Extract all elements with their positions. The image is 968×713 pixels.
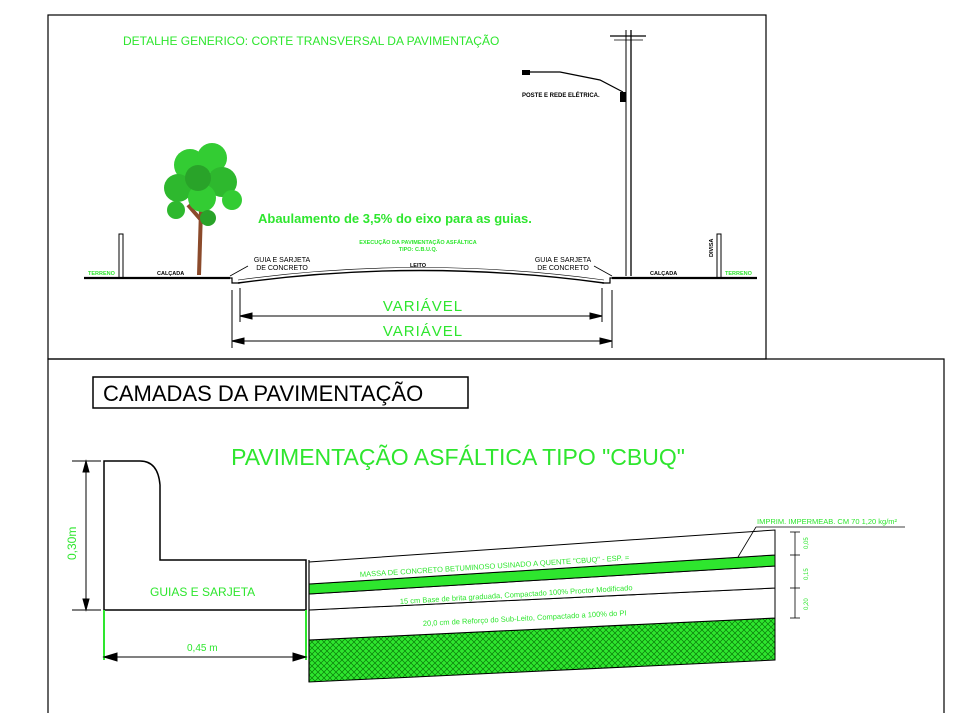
- tree-icon: [164, 143, 242, 276]
- main-title: PAVIMENTAÇÃO ASFÁLTICA TIPO "CBUQ": [231, 444, 685, 470]
- curb-left-line2: DE CONCRETO: [256, 265, 308, 272]
- dim-upper-label: VARIÁVEL: [383, 298, 463, 315]
- thk-1: 0,05: [804, 537, 810, 549]
- thk-2: 0,15: [804, 568, 810, 580]
- curb-profile: [103, 460, 307, 611]
- top-title: DETALHE GENERICO: CORTE TRANSVERSAL DA P…: [123, 34, 499, 48]
- imprim-leader: [737, 526, 757, 558]
- thk-3: 0,20: [804, 598, 810, 610]
- execution-note-line1: EXECUÇÃO DA PAVIMENTAÇÃO ASFÁLTICA: [359, 239, 476, 246]
- width-dim-label: 0,45 m: [187, 643, 218, 654]
- height-dim-label: 0,30m: [65, 527, 79, 560]
- calcada-right: CALÇADA: [650, 271, 677, 277]
- slope-note: Abaulamento de 3,5% do eixo para as guia…: [258, 211, 532, 226]
- thickness-dimensions: [790, 531, 800, 619]
- leito-label: LEITO: [410, 263, 427, 269]
- dim-lower-label: VARIÁVEL: [383, 323, 463, 340]
- pole-label: POSTE E REDE ELÉTRICA.: [522, 91, 600, 99]
- terreno-right: TERRENO: [725, 271, 753, 277]
- top-cross-section: DETALHE GENERICO: CORTE TRANSVERSAL DA P…: [47, 14, 767, 360]
- pavement-layers: [308, 529, 776, 683]
- curb-right-line2: DE CONCRETO: [537, 265, 589, 272]
- terreno-left: TERRENO: [88, 271, 116, 277]
- bottom-layers-section: CAMADAS DA PAVIMENTAÇÃO PAVIMENTAÇÃO ASF…: [47, 358, 945, 713]
- boxed-title: CAMADAS DA PAVIMENTAÇÃO: [103, 381, 423, 406]
- dimension-lines-top: [231, 288, 613, 348]
- execution-note-line2: TIPO: C.B.U.Q.: [399, 247, 438, 253]
- divisa-label: DIVISA: [709, 239, 715, 257]
- calcada-left: CALÇADA: [157, 271, 184, 277]
- utility-pole-icon: [522, 30, 646, 276]
- height-dimension: [72, 459, 101, 612]
- width-dimension: [102, 652, 308, 662]
- boxed-title-frame: [92, 376, 469, 409]
- ground-profile: [84, 233, 757, 284]
- curb-label: GUIAS E SARJETA: [150, 585, 255, 599]
- curb-right-line1: GUIA E SARJETA: [535, 257, 592, 264]
- bottom-frame: [47, 358, 945, 713]
- imprim-label: IMPRIM. IMPERMEAB. CM 70 1,20 kg/m²: [757, 517, 898, 526]
- curb-left-line1: GUIA E SARJETA: [254, 257, 311, 264]
